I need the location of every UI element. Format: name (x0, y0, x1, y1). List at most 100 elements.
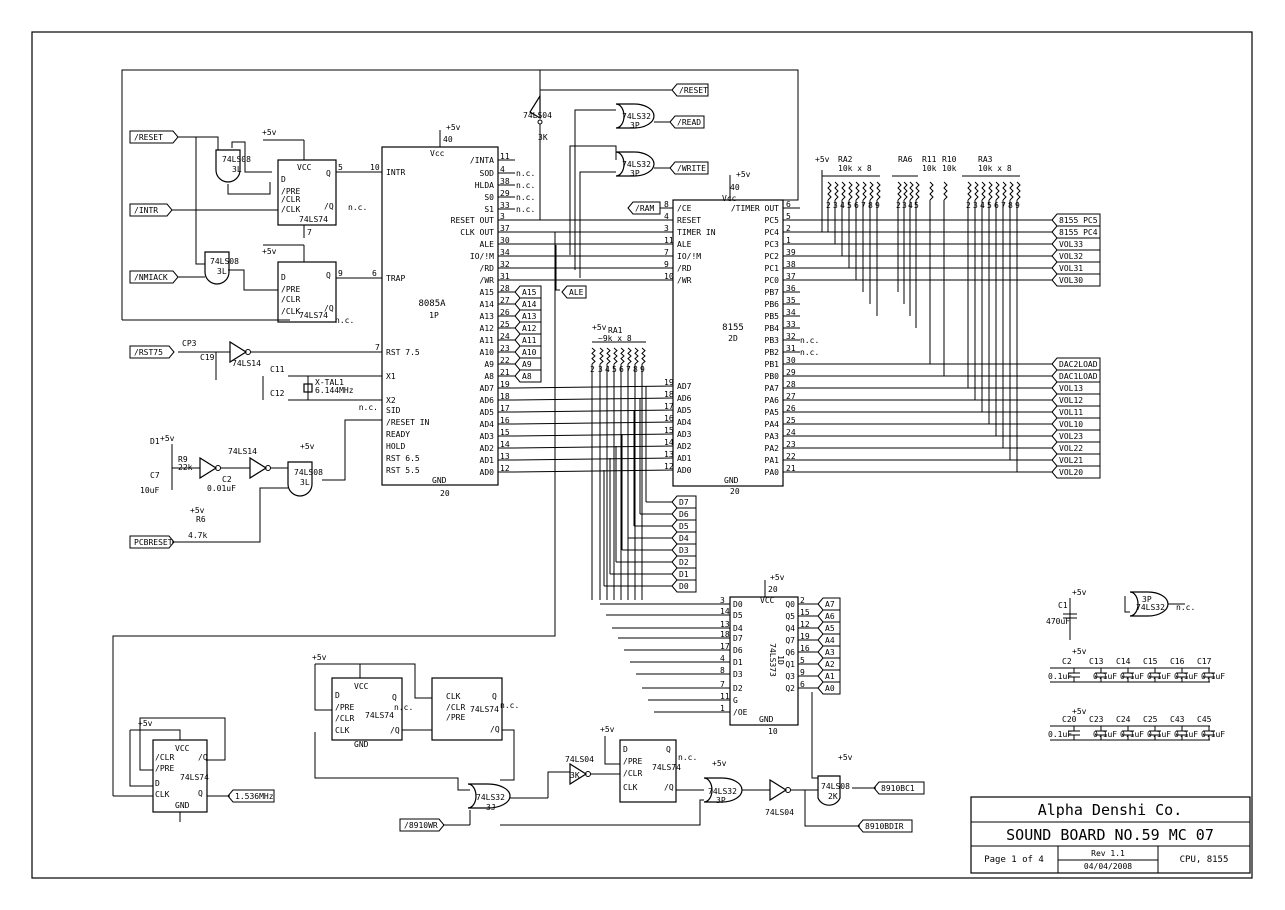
cpu-gnd-pin: 20 (440, 489, 450, 498)
or-3p-power: +5v (712, 759, 727, 768)
and-gate-3l-c (287, 461, 313, 497)
date: 04/04/2008 (1084, 862, 1132, 871)
ppi-pin-pa3: PA3 (765, 432, 780, 441)
ra3-resistor-5 (1002, 181, 1007, 201)
svg-text:10: 10 (370, 163, 380, 172)
latch-vcc: VCC (760, 596, 775, 605)
label-nmiack-frame (129, 270, 179, 284)
cpu-pin-hlda: HLDA (475, 181, 494, 190)
latch-pin-num-8: 8 (720, 666, 725, 675)
ad-bus (514, 385, 674, 473)
board-name: SOUND BOARD NO.59 MC 07 (1006, 826, 1214, 844)
svg-text:/CLR: /CLR (155, 753, 174, 762)
ra3-resistor-2 (981, 181, 986, 201)
cpu-pin-ad3: AD3 (480, 432, 495, 441)
latch-pin-num-3: 3 (720, 596, 725, 605)
cpu-pin-rd: /RD (480, 264, 495, 273)
ppi-pin-num-25: 25 (786, 416, 796, 425)
ra3-resistor-4 (995, 181, 1000, 201)
out-label-vol21: VOL21 (1059, 456, 1083, 465)
out-label-vol20-frame (1051, 465, 1101, 479)
c2-label: C2 (222, 475, 232, 484)
flipflop-3m-a (277, 159, 337, 226)
cpu-pin-num-22: 22 (500, 356, 510, 365)
svg-text:CLK: CLK (623, 783, 638, 792)
addr-label-a11: A11 (522, 336, 537, 345)
cpu-pin-clkout: CLK OUT (460, 228, 494, 237)
label-rst75: /RST75 (134, 348, 163, 357)
title-block: Alpha Denshi Co. SOUND BOARD NO.59 MC 07… (970, 796, 1251, 874)
ppi-pin-ad5: AD5 (677, 406, 692, 415)
latch-pin-num-4: 4 (720, 654, 725, 663)
ppi-pin-num-9: 9 (664, 260, 669, 269)
cpu-pin-iom: IO/!M (470, 252, 494, 261)
c11-label: C11 (270, 365, 285, 374)
latch-addr-a7-frame (817, 597, 841, 611)
svg-text:/PRE: /PRE (155, 764, 174, 773)
r10-ref: R10 (942, 155, 957, 164)
addr-label-a15: A15 (522, 288, 537, 297)
ls14-label-b: 74LS14 (228, 447, 257, 456)
cpu-pin-num-32: 32 (500, 260, 510, 269)
latch-pin-d1: D1 (733, 658, 743, 667)
ppi-pin-ad0: AD0 (677, 466, 692, 475)
ppi-pin-ad4: AD4 (677, 418, 692, 427)
svg-text:7: 7 (375, 343, 380, 352)
latch-gnd: GND (759, 715, 774, 724)
ls32-label-b: 74LS32 (622, 160, 651, 169)
ff-3m-power: +5v (312, 653, 327, 662)
latch-pin-q2: Q2 (785, 684, 795, 693)
out-label-vol10: VOL10 (1059, 420, 1083, 429)
ppi-pin-num-8: 8 (664, 200, 669, 209)
ppi-pin-pa5: PA5 (765, 408, 780, 417)
svg-text:3L: 3L (217, 267, 227, 276)
svg-text:Q: Q (326, 271, 331, 280)
svg-text:/PRE: /PRE (446, 713, 465, 722)
cpu-pin-resetin: /RESET IN (386, 418, 430, 427)
latch-pin-q3: Q3 (785, 672, 795, 681)
or-gate-3p-d (1129, 591, 1169, 617)
cpu-gnd: GND (432, 476, 447, 485)
latch-addr-a4-frame (817, 633, 841, 647)
bank1-cap-c17: C17 (1197, 657, 1212, 666)
cpu-pin-ad6: AD6 (480, 396, 495, 405)
inverter-2l (229, 340, 248, 364)
ppi-pin-pc4: PC4 (765, 228, 780, 237)
reset-logic: /RESET/INTR/NMIACK/RST75PCBRESET/8910WR … (121, 69, 799, 832)
svg-text:VCC: VCC (354, 682, 369, 691)
bank1-val-4: 0.1uF (1174, 672, 1198, 681)
cpu-nc-4: n.c. (516, 205, 535, 214)
bank2-cap-c24: C24 (1116, 715, 1131, 724)
ff-a-power: +5v (262, 128, 277, 137)
ppi-pin-num-4: 4 (664, 212, 669, 221)
r6-value: 4.7k (188, 531, 207, 540)
bank2-val-3: 0.1uF (1147, 730, 1171, 739)
svg-text:/Q: /Q (198, 753, 208, 762)
svg-text:Q: Q (492, 692, 497, 701)
out-label-vol33: VOL33 (1059, 240, 1083, 249)
ls74-label-c: 74LS74 (180, 773, 209, 782)
cpu-pin-s1: S1 (484, 205, 494, 214)
latch-addr-a3: A3 (825, 648, 835, 657)
ra3-resistor-1 (974, 181, 979, 201)
ls32-label-e: 74LS32 (1136, 603, 1165, 612)
latch-pin-num-1: 1 (720, 704, 725, 713)
inverter-3k-b (569, 762, 588, 786)
inverter-3k-a (529, 93, 541, 120)
cpu-pin-ready: READY (386, 430, 410, 439)
latch-addr-a4: A4 (825, 636, 835, 645)
cpu-pin-ad2: AD2 (480, 444, 495, 453)
ls04-label-c: 74LS04 (765, 808, 794, 817)
latch-pin-num-14: 14 (720, 607, 730, 616)
svg-text:Q: Q (198, 789, 203, 798)
c2-value: 0.01uF (207, 484, 236, 493)
inverter-2l-b (199, 456, 218, 480)
signal-labels: /RESET/READ/WRITE/RAMALE8910BC18910BDIR1… (227, 83, 925, 833)
latch-power: +5v (770, 573, 785, 582)
svg-text:/CLK: /CLK (281, 307, 300, 316)
cpu-pin-ad1: AD1 (480, 456, 495, 465)
addr-label-a14-frame (514, 297, 542, 311)
d1-label: D1 (150, 437, 160, 446)
bank2-cap-c43: C43 (1170, 715, 1185, 724)
